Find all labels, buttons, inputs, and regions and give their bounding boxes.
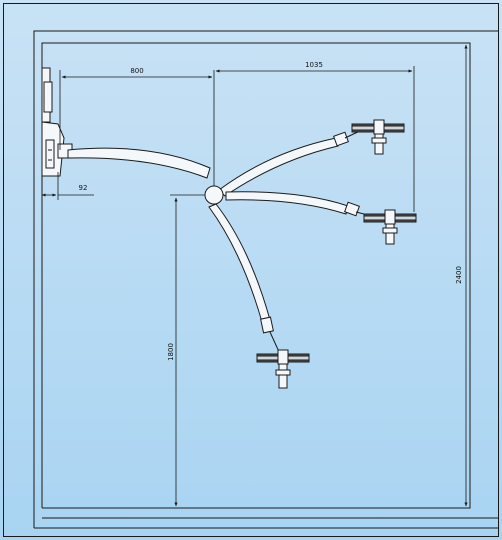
dimension-92 xyxy=(41,172,94,200)
pivot-hub-icon xyxy=(170,70,224,205)
surgical-light-head-icon xyxy=(351,119,405,155)
dimension-label-800: 800 xyxy=(130,67,143,75)
outer-frame xyxy=(3,3,499,537)
upper-arm xyxy=(218,129,363,197)
dimension-800 xyxy=(59,70,213,150)
dimension-1035 xyxy=(215,66,415,212)
main-arm xyxy=(67,147,211,179)
dimension-label-1035: 1035 xyxy=(305,61,323,69)
dimension-label-92: 92 xyxy=(79,184,88,192)
room-outline xyxy=(33,30,498,529)
dimension-label-2400: 2400 xyxy=(455,266,463,284)
surgical-light-head-icon xyxy=(363,209,417,245)
dimension-label-1800: 1800 xyxy=(167,343,175,361)
wall-bracket-icon xyxy=(41,67,73,177)
surgical-light-head-icon xyxy=(256,349,310,389)
lower-arm xyxy=(208,203,281,355)
